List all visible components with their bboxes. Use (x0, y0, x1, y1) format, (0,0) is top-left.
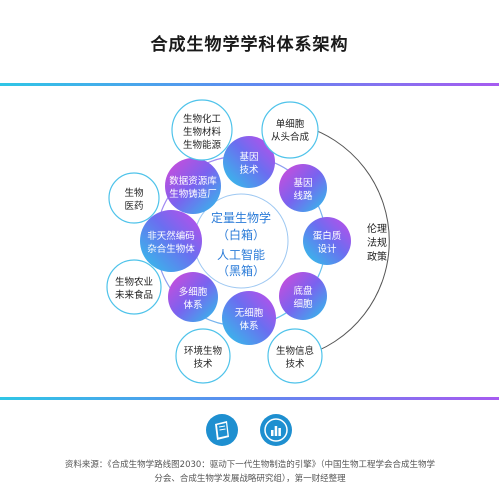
svg-text:设计: 设计 (317, 243, 337, 255)
svg-text:细胞: 细胞 (293, 298, 313, 310)
svg-text:医药: 医药 (124, 201, 143, 212)
svg-text:基因: 基因 (239, 151, 258, 163)
svg-text:线路: 线路 (293, 190, 313, 202)
svg-text:未来食品: 未来食品 (115, 289, 153, 301)
inner-node-cell-free: 无细胞 体系 (222, 291, 276, 345)
svg-text:技术: 技术 (193, 358, 213, 370)
inner-node-chassis-cell: 底盘 细胞 (279, 272, 327, 320)
outer-node-single-cell-synthesis: 单细胞 从头合成 (261, 101, 319, 159)
source-note: 资料来源：《合成生物学路线图2030：驱动下一代生物制造的引擎》（中国生物工程学… (30, 458, 470, 486)
bar-chart-logo-icon (260, 414, 292, 446)
svg-text:生物材料: 生物材料 (183, 126, 222, 138)
outer-node-environmental-biotech: 环境生物 技术 (175, 328, 231, 384)
svg-text:技术: 技术 (239, 164, 259, 176)
svg-text:数据资源库: 数据资源库 (169, 175, 217, 187)
outer-node-bioinformatics: 生物信息 技术 (267, 328, 323, 384)
bottom-divider (0, 397, 499, 400)
outer-node-bio-chem-materials-energy: 生物化工 生物材料 生物能源 (171, 99, 233, 161)
svg-text:非天然编码: 非天然编码 (147, 230, 195, 242)
inner-node-database-foundry: 数据资源库 生物铸造厂 (165, 158, 221, 214)
svg-text:生物: 生物 (124, 187, 144, 199)
side-label-2: 法规 (367, 236, 387, 249)
source-line-1: 资料来源：《合成生物学路线图2030：驱动下一代生物制造的引擎》（中国生物工程学… (64, 460, 436, 470)
svg-text:生物铸造厂: 生物铸造厂 (169, 188, 217, 200)
side-arc (299, 124, 390, 358)
inner-node-gene-tech: 基因 技术 (223, 136, 275, 188)
svg-text:蛋白质: 蛋白质 (313, 230, 342, 242)
page-title: 合成生物学学科体系架构 (150, 35, 349, 55)
svg-text:生物农业: 生物农业 (115, 276, 153, 288)
svg-text:无细胞: 无细胞 (235, 307, 264, 319)
top-divider (0, 83, 499, 86)
inner-node-multicellular: 多细胞 体系 (168, 272, 218, 322)
svg-text:生物化工: 生物化工 (183, 113, 222, 125)
side-label-1: 伦理 (367, 222, 387, 235)
svg-text:杂合生物体: 杂合生物体 (147, 243, 195, 255)
svg-text:多细胞: 多细胞 (179, 286, 208, 298)
svg-text:体系: 体系 (183, 299, 202, 311)
source-line-2: 分会、合成生物学发展战略研究组），第一财经整理 (154, 474, 346, 484)
svg-text:从头合成: 从头合成 (271, 131, 310, 143)
center-label-1: 定量生物学 (211, 210, 271, 225)
svg-text:底盘: 底盘 (293, 285, 313, 297)
outer-node-bio-agriculture-food: 生物农业 未来食品 (106, 259, 162, 315)
inner-node-protein-design: 蛋白质 设计 (303, 217, 351, 265)
svg-text:生物信息: 生物信息 (276, 345, 314, 357)
svg-text:单细胞: 单细胞 (276, 118, 305, 130)
book-logo-icon (206, 414, 238, 446)
svg-text:体系: 体系 (239, 320, 258, 332)
outer-node-bio-medicine: 生物 医药 (108, 172, 160, 224)
inner-node-gene-circuit: 基因 线路 (279, 164, 327, 212)
side-label-3: 政策 (367, 250, 387, 263)
center-label-2: （白箱） (217, 227, 265, 242)
center-label-4: （黑箱） (217, 263, 265, 278)
svg-text:基因: 基因 (293, 177, 312, 189)
svg-text:技术: 技术 (285, 358, 305, 370)
inner-node-unnatural-hybrid: 非天然编码 杂合生物体 (140, 210, 202, 272)
svg-text:生物能源: 生物能源 (183, 139, 222, 151)
svg-text:环境生物: 环境生物 (184, 345, 223, 357)
center-label-3: 人工智能 (217, 247, 265, 262)
